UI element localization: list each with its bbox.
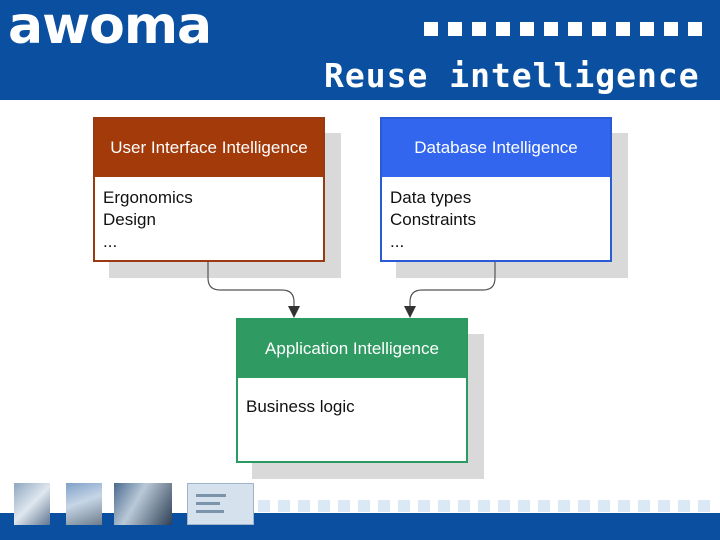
footer-photo-3 bbox=[114, 483, 172, 525]
db-intelligence-items: Data types Constraints ... bbox=[382, 177, 610, 263]
ui-item-design: Design bbox=[103, 210, 156, 229]
header-band: awoma Reuse intelligence bbox=[0, 0, 720, 100]
header-decoration-squares bbox=[424, 22, 720, 36]
slide-title: Reuse intelligence bbox=[324, 56, 700, 95]
db-item-constraints: Constraints bbox=[390, 210, 476, 229]
ui-item-ergonomics: Ergonomics bbox=[103, 188, 193, 207]
ui-to-app-arrow bbox=[207, 262, 300, 318]
db-item-data-types: Data types bbox=[390, 188, 472, 207]
db-to-app-arrow bbox=[404, 262, 496, 318]
awoma-logo: awoma bbox=[8, 0, 212, 56]
footer-photo-1 bbox=[14, 483, 50, 525]
footer-photo-2 bbox=[66, 483, 102, 525]
app-intelligence-box: Application Intelligence Business logic bbox=[236, 318, 468, 463]
db-item-ellipsis: ... bbox=[390, 232, 405, 251]
db-intelligence-box: Database Intelligence Data types Constra… bbox=[380, 117, 612, 262]
app-intelligence-items: Business logic bbox=[238, 378, 466, 428]
ui-intelligence-title: User Interface Intelligence bbox=[95, 119, 323, 177]
ui-item-ellipsis: ... bbox=[103, 232, 118, 251]
footer-decoration-squares bbox=[258, 500, 720, 512]
ui-intelligence-items: Ergonomics Design ... bbox=[95, 177, 323, 263]
ui-intelligence-box: User Interface Intelligence Ergonomics D… bbox=[93, 117, 325, 262]
footer-photo-4 bbox=[187, 483, 254, 525]
db-intelligence-title: Database Intelligence bbox=[382, 119, 610, 177]
app-item-business-logic: Business logic bbox=[246, 397, 355, 416]
app-intelligence-title: Application Intelligence bbox=[238, 320, 466, 378]
footer-band bbox=[0, 513, 720, 540]
